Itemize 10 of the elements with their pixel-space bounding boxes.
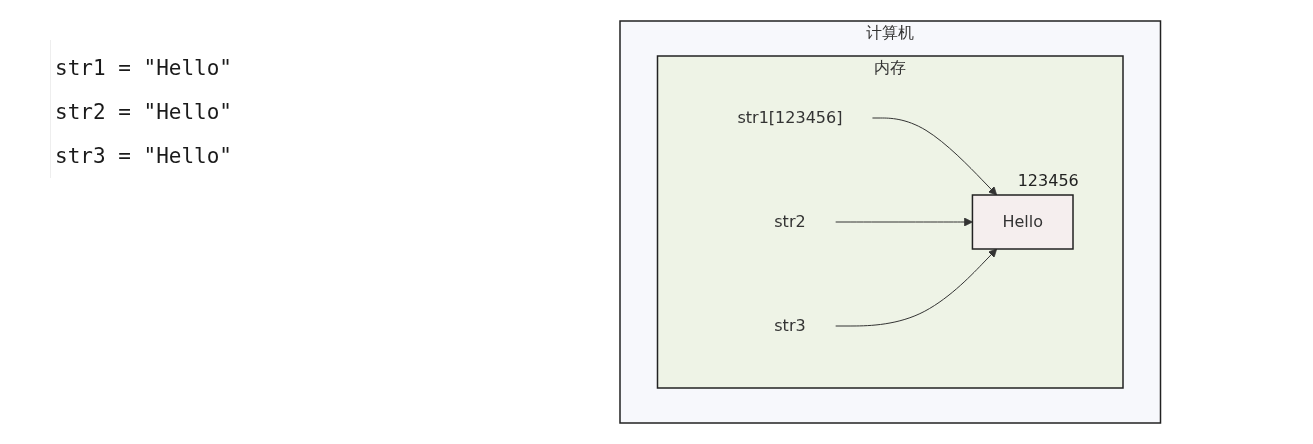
node-text: str3 xyxy=(774,316,806,335)
node-text: str1[123456] xyxy=(737,108,843,127)
code-line: str3 = "Hello" xyxy=(54,143,233,170)
arrow xyxy=(834,217,973,227)
arrow xyxy=(834,248,997,327)
node-text: str2 xyxy=(774,212,806,231)
node-box: Hello xyxy=(971,194,1074,250)
arrow xyxy=(871,117,997,196)
code-line: str1 = "Hello" xyxy=(54,55,233,82)
code-line: str2 = "Hello" xyxy=(54,99,233,126)
